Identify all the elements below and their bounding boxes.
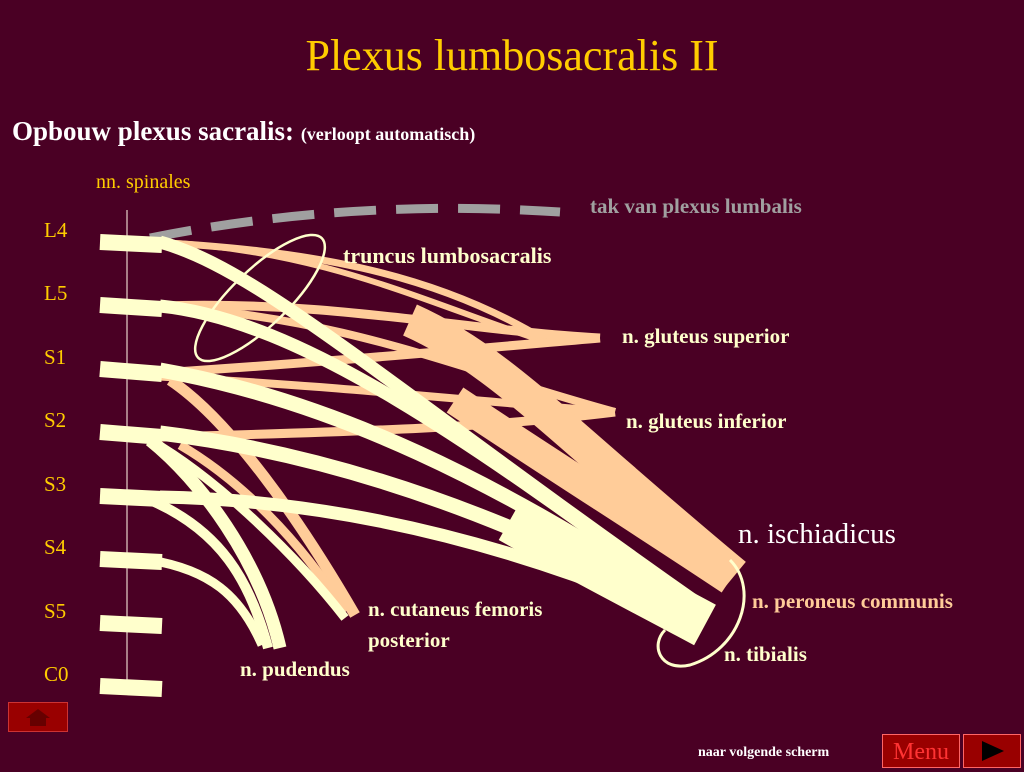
label-nn-spinales: nn. spinales [96,171,191,193]
peroneus-trunk-lower [446,387,739,593]
lumbalis-branch-dashed [149,203,561,243]
anterior-divisions [145,235,716,650]
root-stub-c0 [99,678,163,697]
label-gluteus-superior: n. gluteus superior [622,324,790,348]
label-tak-plexus-lumbalis: tak van plexus lumbalis [590,194,802,218]
spinal-label-c0: C0 [44,662,69,686]
ischiadicus-ellipse [656,558,746,668]
menu-button[interactable]: Menu [882,734,960,768]
tibialis-trunk [498,499,716,646]
next-screen-label: naar volgende scherm [698,745,830,760]
subtitle-main: Opbouw plexus sacralis: [12,116,295,146]
spinal-label-s3: S3 [44,472,67,496]
label-peroneus-communis: n. peroneus communis [752,589,953,613]
root-stub-s2 [99,424,163,445]
root-stub-l5 [99,297,163,317]
label-tibialis: n. tibialis [724,642,807,666]
spinal-label-l4: L4 [44,218,68,242]
peroneus-trunk [403,304,746,589]
label-ischiadicus: n. ischiadicus [738,518,896,550]
anterior-s3-pudendus [148,495,273,650]
play-arrow-icon [982,741,1004,761]
root-stub-l4 [99,234,163,253]
subtitle-note: (verloopt automatisch) [300,124,476,144]
root-stub-s1 [99,361,163,382]
posterior-s2-cutaneus [177,441,349,615]
truncus-ellipse [193,233,327,363]
next-button[interactable] [963,734,1021,768]
posterior-l4-upper [159,239,541,343]
label-gluteus-inferior: n. gluteus inferior [626,409,787,433]
spinal-label-s5: S5 [44,599,67,623]
posterior-l5-gluteus-inferior [159,302,617,416]
spinal-label-l5: L5 [44,281,68,305]
page-title: Plexus lumbosacralis II [305,31,719,80]
subtitle: Opbouw plexus sacralis: (verloopt automa… [12,116,475,147]
home-button[interactable] [8,702,68,732]
root-stub-s5 [99,615,163,634]
spinal-label-s4: S4 [44,535,67,559]
label-cutaneus-posterior: posterior [368,628,450,652]
posterior-s1-gluteus-superior [129,333,601,380]
anterior-s4-pudendus [149,555,267,647]
anterior-l5-tibialis [159,299,704,616]
root-stubs [99,234,163,697]
label-cutaneus-femoris: n. cutaneus femoris [368,597,543,621]
anterior-s2-cutaneus [147,436,349,621]
root-stub-s3 [99,488,163,507]
spinal-label-s2: S2 [44,408,67,432]
label-truncus-lumbosacralis: truncus lumbosacralis [343,243,552,268]
root-stub-s4 [99,551,163,570]
home-icon [26,709,50,726]
posterior-l5-gluteus-superior [159,300,601,343]
label-pudendus: n. pudendus [240,657,350,681]
spinal-label-s1: S1 [44,345,67,369]
posterior-s1-cutaneus [166,375,360,618]
